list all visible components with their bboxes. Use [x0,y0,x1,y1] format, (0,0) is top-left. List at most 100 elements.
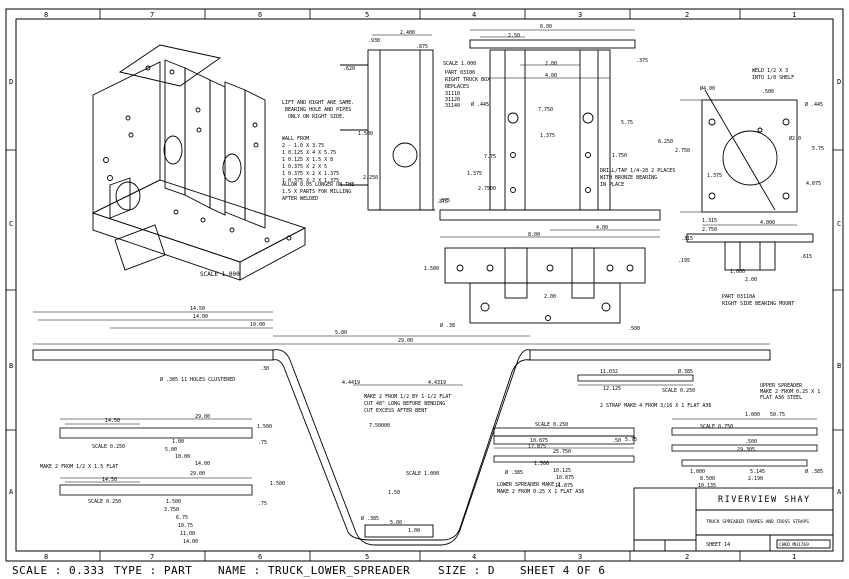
dim-label: 12.125 [603,386,621,392]
status-footer: SCALE : 0.333 TYPE : PART NAME : TRUCK_L… [0,563,849,579]
dim-label: 11.875 [555,483,573,489]
table-row: 1 0.125 X 4 X 5.75 [282,150,336,156]
zone-label: D [9,78,13,86]
dim-label: 1.500 [270,481,285,487]
table-row: 1 0.375 X 2 X 1.375 [282,171,339,177]
dim-label: 1.500 [358,131,373,137]
note-line: MAKE 2 FROM 0.25 X 1 [760,389,820,395]
dim-label: 5.75 [625,437,637,443]
sheet-number: SHEET 14 [706,542,730,548]
spreader-main-view [32,311,771,546]
front-view-text: SCALE 1.000 PART 03100 RIGHT TRUCK BOX R… [438,24,675,238]
dim-label: Ø .38 [440,322,455,329]
dim-label: 7.50000 [369,423,390,429]
dim-label: 1.375 [707,173,722,179]
dim-label: 29.00 [195,414,210,420]
side-zone-labels: D C B A D C B A [9,78,842,496]
lift-note: LIFT AND RIGHT ARE SAME. BEARING HOLE AN… [282,100,354,120]
note-line: ALLOW 0.05 LONGER ON THE [282,182,354,188]
dim-label: Ø .385 [361,515,379,522]
dim-label: 10.125 [553,468,571,474]
scale-label: SCALE 0.250 [535,422,568,428]
footer-name: NAME : TRUCK_LOWER_SPREADER [218,564,411,577]
zone-label: 4 [472,553,476,561]
dim-label: 7.75 [484,154,496,160]
dim-label: 7.750 [538,107,553,113]
dim-label: Ø2.0 [789,135,801,142]
table-row: 1 0.125 X 1.5 X 8 [282,157,333,163]
strap-note: MAKE 2 FROM 1/2 X 1.5 FLAT [40,464,118,470]
note-line: MAKE 2 FROM 1/2 BY 1-1/2 FLAT [364,394,451,400]
dim-label: .938 [368,38,380,44]
front-view [439,29,661,238]
dim-label: 29.00 [398,338,413,344]
dim-label: .375 [636,58,648,64]
dim-label: Ø .445 [471,101,489,108]
part-line: PART 03100 [445,70,475,76]
dim-label: 1.000 [690,469,705,475]
strap-note: 2 STRAP MAKE 4 FROM 3/16 X 1 FLAT A36 [600,403,711,409]
zone-label: 7 [150,11,154,19]
checked-by: CHKD MH1769 [779,542,809,548]
dim-label: Ø4.00 [700,85,715,92]
dim-label: 8.500 [700,476,715,482]
scale-label: SCALE 1.000 [406,471,439,477]
dim-label: 1.00 [172,439,184,445]
table-row: 2 - 1.0 X 3.75 [282,143,324,149]
note-line: CUT EXCESS AFTER BENT [364,408,427,414]
zone-label: 3 [578,11,582,19]
scale-label: SCALE 1.000 [443,61,476,67]
note-line: LIFT AND RIGHT ARE SAME. [282,100,354,106]
pipe-view-dims: 1.500 Ø .38 2.00 .500 [424,266,640,332]
strap-3-view [577,374,694,386]
dim-label: 1.500 [257,424,272,430]
dim-label: 1.375 [467,171,482,177]
dim-label: Ø .385 [805,468,823,475]
note-line: AFTER WELDED [282,196,318,202]
dim-label: 10.75 [178,523,193,529]
dim-label: 8.00 [528,232,540,238]
part-line: PART 03110A [722,294,755,300]
part-line: RIGHT SIDE BEARING MOUNT [722,301,794,307]
note-line: LOWER SPREADER MAKE 2 [497,482,560,488]
dim-label: 1.500 [166,499,181,505]
zone-label: 1 [792,553,796,561]
dim-label: 1.00 [408,528,420,534]
dim-label: .30 [260,366,269,372]
strap-2-text: MAKE 2 FROM 1/2 X 1.5 FLAT 14.50 29.00 1… [40,464,285,545]
dim-label: 11.00 [180,531,195,537]
note-line: CUT 48" LONG BEFORE BENDING [364,401,445,407]
dim-label: 1.000 [745,412,760,418]
scale-label: SCALE 0.750 [700,424,733,430]
dim-label: .500 [762,89,774,95]
bottom-zone-labels: 8 7 6 5 4 3 2 1 [44,553,796,561]
dim-label: 14.00 [195,461,210,467]
dim-label: 4.075 [806,181,821,187]
dim-label: 6.75 [176,515,188,521]
dim-label: .615 [800,254,812,260]
dim-label: 5.00 [335,330,347,336]
drawing-title: TRUCK SPREADER FRAMES AND CROSS STRAPS [706,519,809,525]
note-line: BEARING HOLE AND PIPES [285,107,351,113]
zone-label: B [837,362,841,370]
dim-label: 5.00 [165,447,177,453]
dim-label: 4.00 [545,73,557,79]
wall-table: WALL FROM 2 - 1.0 X 3.75 1 0.125 X 4 X 5… [282,136,339,184]
end-view-dims: 2.400 .938 .875 1.500 .375 2.250 .620 [343,30,448,205]
dim-label: 2.00 [544,294,556,300]
strap-2-view [59,477,253,496]
zone-label: A [837,488,842,496]
dim-label: 2.00 [745,277,757,283]
dim-label: 2.7500 [478,186,496,192]
zone-ticks [6,9,843,561]
zone-label: C [837,220,841,228]
dim-label: 2.00 [545,61,557,67]
zone-label: D [837,78,841,86]
scale-label: SCALE 0.250 [88,499,121,505]
dim-label: 6.00 [540,24,552,30]
pipe-view [444,247,646,324]
dim-label: 10.00 [175,454,190,460]
dim-label: 2.250 [363,175,378,181]
dim-label: Ø .385 [505,469,523,476]
